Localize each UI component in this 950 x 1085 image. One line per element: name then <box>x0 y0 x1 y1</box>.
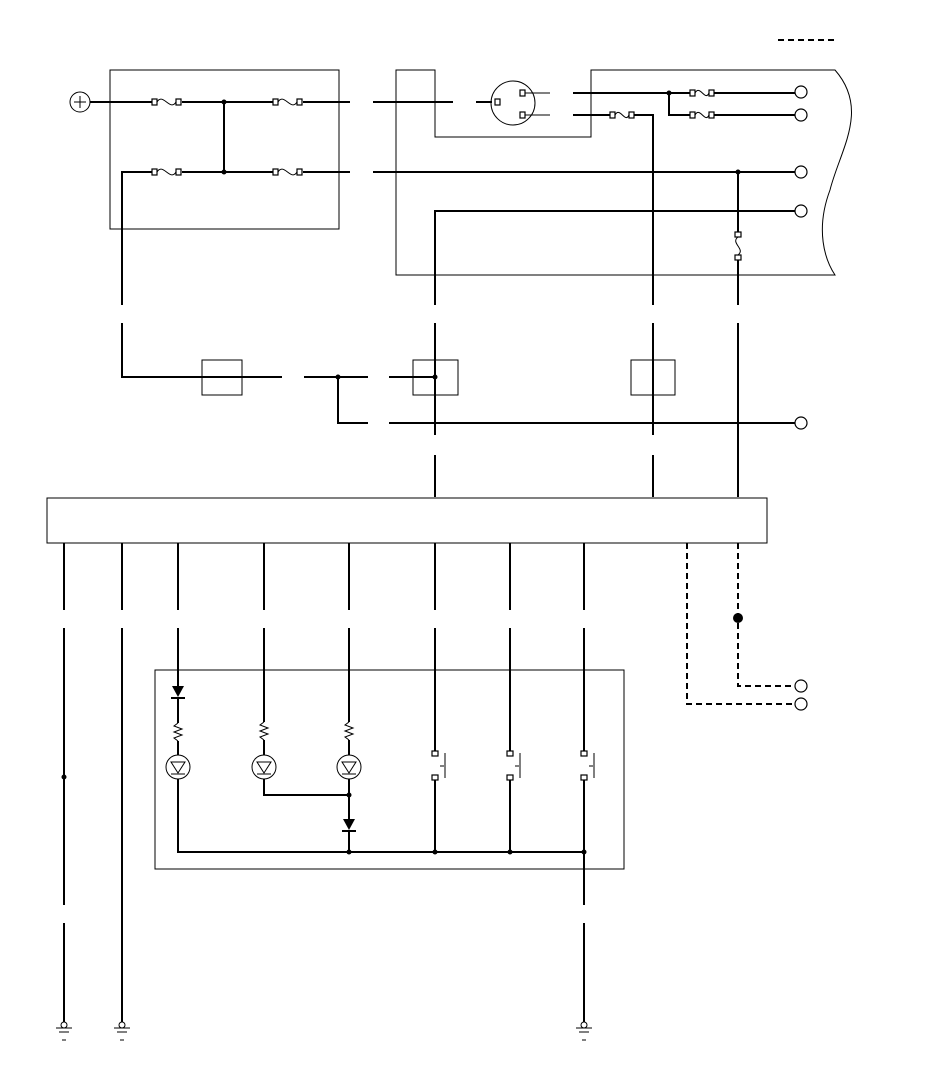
junction-dot <box>335 374 341 380</box>
fuse-icon <box>689 89 715 97</box>
under-dash-box <box>395 69 852 276</box>
led-icon <box>336 754 362 780</box>
junction-dot <box>666 90 672 96</box>
wire-relay-out-bottom <box>573 114 654 305</box>
fuse-box <box>109 69 340 230</box>
control-module <box>46 497 768 544</box>
open-terminal-icon <box>794 697 808 711</box>
fuse-icon <box>272 168 303 176</box>
open-terminal-icon <box>794 108 808 122</box>
dashed-wire-738 <box>737 543 795 687</box>
wire-relay-branch <box>668 93 795 116</box>
junction-dot <box>346 849 352 855</box>
wire-fusebox-lower <box>121 171 350 305</box>
ground-icon <box>56 1021 72 1041</box>
fuse-icon <box>689 111 715 119</box>
junction-dot <box>432 849 438 855</box>
ground-icon <box>576 1021 592 1041</box>
resistor-icon <box>258 721 270 741</box>
junction-dot <box>733 613 743 623</box>
open-terminal-icon <box>794 204 808 218</box>
wire-mid-junction <box>304 376 368 424</box>
diode-icon <box>342 819 356 832</box>
fuse-icon <box>609 111 635 119</box>
connector-block <box>201 359 243 396</box>
wire-signal-435 <box>434 210 795 305</box>
indicator-panel <box>154 669 625 870</box>
junction-dot <box>507 849 513 855</box>
junction-dot <box>346 792 352 798</box>
open-terminal-icon <box>794 165 808 179</box>
resistor-icon <box>172 722 184 742</box>
wire-122-middle <box>121 323 282 378</box>
switch-icon <box>580 750 595 781</box>
junction-dot <box>221 169 227 175</box>
resistor-icon <box>343 721 355 741</box>
open-terminal-icon <box>794 85 808 99</box>
open-terminal-icon <box>794 679 808 693</box>
ground-icon <box>114 1021 130 1041</box>
dashed-wire-687 <box>686 543 795 705</box>
led-icon <box>251 754 277 780</box>
fuse-icon <box>151 98 182 106</box>
junction-dot <box>221 99 227 105</box>
battery-plus-icon <box>69 91 91 113</box>
wire-led-returns <box>177 779 584 853</box>
junction-dot <box>735 169 741 175</box>
open-terminal-icon <box>794 416 808 430</box>
fuse-icon <box>734 231 742 261</box>
switch-icon <box>431 750 446 781</box>
junction-dot <box>61 774 67 780</box>
led-icon <box>165 754 191 780</box>
relay-coil-icon <box>490 80 550 126</box>
switch-icon <box>506 750 521 781</box>
fuse-icon <box>272 98 303 106</box>
junction-dot <box>581 849 587 855</box>
fuse-icon <box>151 168 182 176</box>
diode-icon <box>171 686 185 699</box>
